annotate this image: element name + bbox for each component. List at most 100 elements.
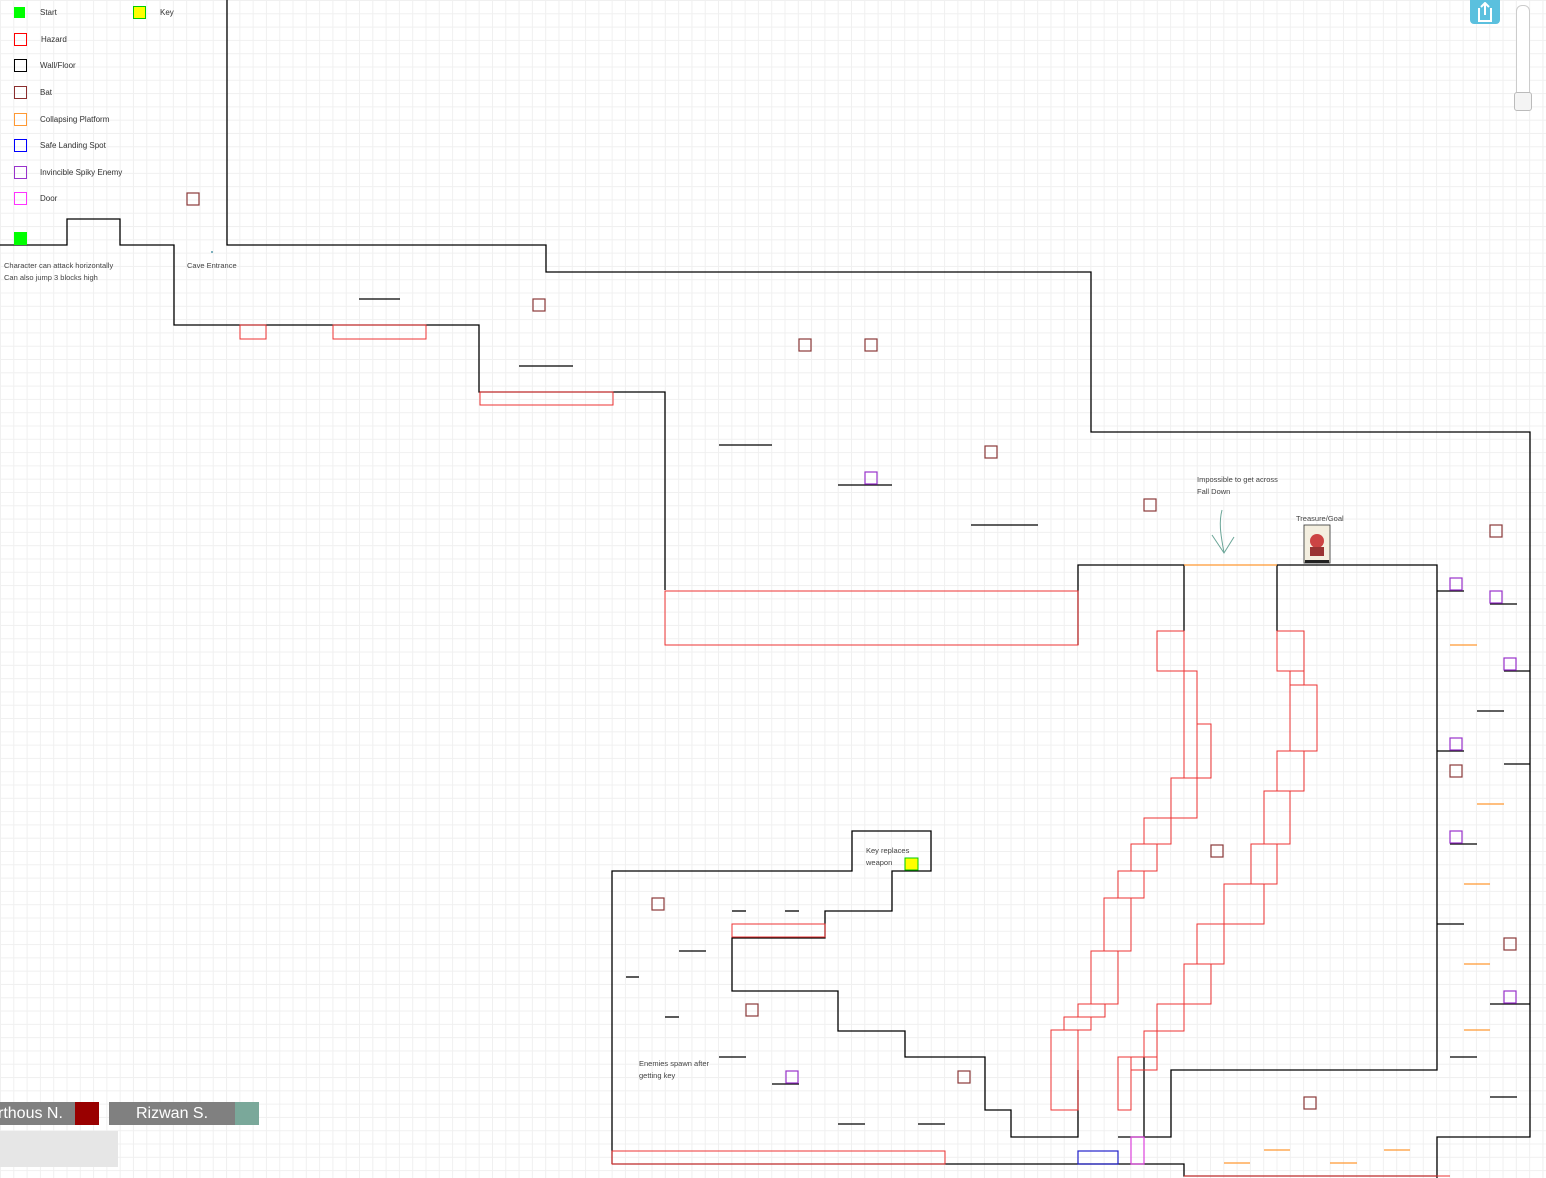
legend-spiky-label: Invincible Spiky Enemy — [40, 168, 123, 177]
note-enemies: Enemies spawn after getting key — [639, 1058, 709, 1082]
hazard — [1183, 670, 1198, 779]
legend-hazard-swatch — [14, 33, 27, 46]
bat — [1489, 524, 1503, 538]
hazard — [1050, 1029, 1079, 1111]
spiky-enemy — [1503, 990, 1517, 1004]
note-key-line2: weapon — [866, 858, 893, 867]
hazard — [1196, 723, 1212, 779]
bat — [1449, 764, 1463, 778]
note-impossible-line2: Fall Down — [1197, 487, 1231, 496]
spiky-enemy — [1449, 830, 1463, 844]
start-marker — [14, 232, 27, 245]
door — [1130, 1136, 1145, 1165]
hazard — [1156, 1003, 1185, 1032]
note-enemies-line2: getting key — [639, 1071, 676, 1080]
legend-bat-swatch — [14, 86, 27, 99]
collaborator-chip[interactable]: Rizwan S. — [109, 1102, 259, 1125]
legend-hazard-label: Hazard — [41, 35, 67, 44]
collaborator-name: Rizwan S. — [136, 1105, 209, 1122]
zoom-slider-thumb[interactable] — [1514, 92, 1532, 111]
hazard — [1063, 1016, 1092, 1031]
collaborator-chip[interactable]: rthous N. — [0, 1102, 99, 1125]
cave-entrance-dot — [211, 251, 213, 253]
bat — [798, 338, 812, 352]
hazard — [1263, 790, 1291, 845]
collaborator-color — [75, 1102, 99, 1125]
hazard — [1156, 630, 1185, 672]
hazard — [1223, 883, 1265, 925]
wall-top-right — [226, 0, 1531, 1178]
legend-start-label: Start — [40, 8, 57, 17]
legend-key-swatch — [133, 6, 146, 19]
chat-input[interactable] — [0, 1131, 118, 1167]
bat — [957, 1070, 971, 1084]
safe-landing-spot — [1077, 1150, 1119, 1165]
hazard — [731, 923, 826, 938]
hazard — [1276, 750, 1305, 792]
hazard — [1276, 630, 1305, 672]
hazard — [1143, 1030, 1158, 1058]
wall-bottom-left — [611, 830, 1079, 1164]
hazard — [1250, 843, 1278, 885]
collaborator-name: rthous N. — [0, 1105, 63, 1122]
treasure-chest-icon — [1303, 524, 1331, 564]
note-character: Character can attack horizontally Can al… — [4, 260, 113, 284]
hazard — [479, 391, 614, 406]
collapsing-platforms — [1184, 564, 1504, 1164]
bat — [1503, 937, 1517, 951]
hazard — [664, 590, 1079, 646]
hazard — [1103, 897, 1132, 952]
bat — [651, 897, 665, 911]
legend-collapsing-label: Collapsing Platform — [40, 115, 110, 124]
bat — [745, 1003, 759, 1017]
hazard — [1117, 870, 1145, 899]
wall-center-right — [1143, 564, 1438, 1138]
hazard — [1117, 1056, 1132, 1111]
legend-start-swatch — [14, 7, 25, 18]
bat — [1210, 844, 1224, 858]
note-key: Key replaces weapon — [866, 845, 909, 869]
spiky-enemy — [785, 1070, 799, 1084]
note-character-line1: Character can attack horizontally — [4, 261, 114, 270]
spiky-enemy — [1503, 657, 1517, 671]
share-button[interactable] — [1470, 0, 1500, 24]
bat — [532, 298, 546, 312]
spiky-enemy — [1489, 590, 1503, 604]
bats — [186, 192, 1517, 1110]
share-icon — [1478, 2, 1492, 22]
spiky-enemy — [1449, 737, 1463, 751]
note-impossible: Impossible to get across Fall Down — [1197, 474, 1278, 498]
bat — [1143, 498, 1157, 512]
hazard — [1090, 950, 1119, 1005]
legend-wall-label: Wall/Floor — [40, 61, 76, 70]
collaborator-color — [235, 1102, 259, 1125]
legend-spiky-swatch — [14, 166, 27, 179]
bat — [186, 192, 200, 206]
bat — [984, 445, 998, 459]
hazard — [1170, 777, 1198, 819]
hazard — [611, 1150, 946, 1165]
legend-door-swatch — [14, 192, 27, 205]
hazard — [332, 324, 427, 340]
legend-key-label: Key — [160, 8, 174, 17]
note-key-line1: Key replaces — [866, 846, 910, 855]
legend-wall-swatch — [14, 59, 27, 72]
hazard — [1196, 923, 1225, 965]
down-arrow-icon — [1211, 509, 1235, 554]
key-marker — [904, 857, 919, 871]
bat — [1303, 1096, 1317, 1110]
legend-safe-swatch — [14, 139, 27, 152]
hazard — [1130, 843, 1158, 872]
wall-bottom-floor — [612, 1163, 1437, 1177]
hazard — [1289, 684, 1318, 752]
wall-center-left — [1077, 564, 1185, 645]
bat — [864, 338, 878, 352]
spiky-enemies — [785, 471, 1517, 1084]
note-cave-entrance: Cave Entrance — [187, 261, 237, 270]
spiky-enemy — [1449, 577, 1463, 591]
note-treasure: Treasure/Goal — [1296, 514, 1344, 523]
legend-door-label: Door — [40, 194, 58, 203]
legend-bat-label: Bat — [40, 88, 53, 97]
